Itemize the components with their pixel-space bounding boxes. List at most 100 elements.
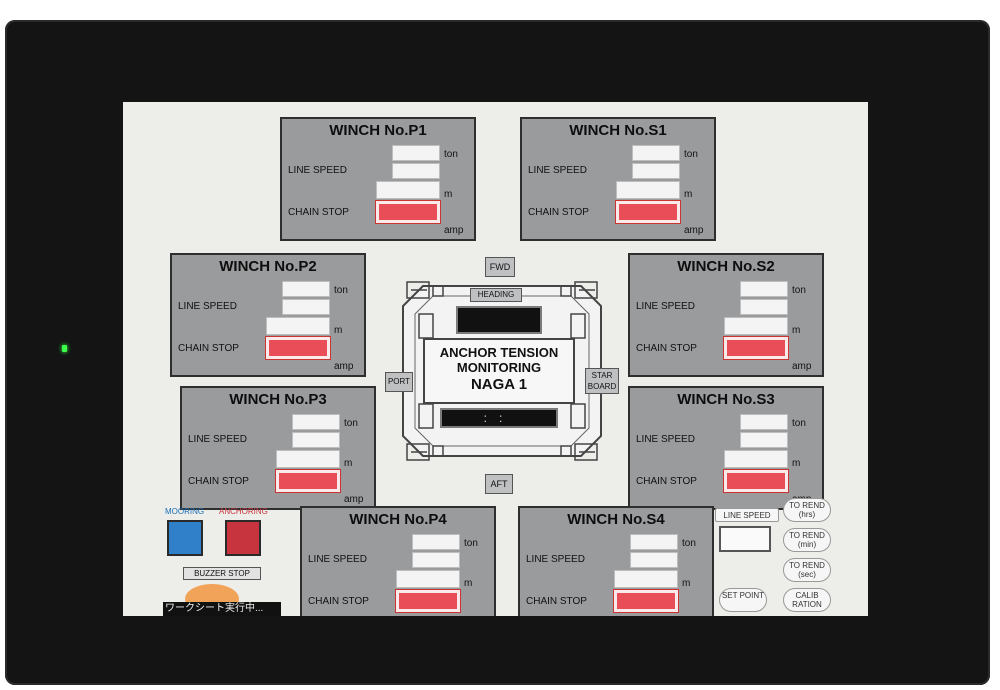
chain-stop-label: CHAIN STOP [288,207,349,218]
line-speed-display [719,526,771,552]
to-rend-hrs-button[interactable]: TO REND (hrs) [783,498,831,522]
aft-button[interactable]: AFT [485,474,513,494]
line-speed-label: LINE SPEED [636,434,695,445]
to-rend-min-button[interactable]: TO REND (min) [783,528,831,552]
winch-title: WINCH No.S4 [567,511,665,528]
status-text: ワークシート実行中... [165,603,264,614]
time-display: :: [440,408,558,428]
title-line-1: ANCHOR TENSION [439,345,559,360]
buzzer-stop-label: BUZZER STOP [194,569,250,578]
line-speed-display [740,432,788,448]
calibration-button[interactable]: CALIB RATION [783,588,831,612]
status-bar: ワークシート実行中... [163,602,281,616]
unit-amp: amp [344,494,364,505]
chain-stop-indicator[interactable] [724,337,788,359]
chain-stop-label: CHAIN STOP [636,476,697,487]
buzzer-stop-label-box: BUZZER STOP [183,567,261,580]
heading-display [456,306,542,334]
tension-display [632,145,680,161]
winch-title: WINCH No.S2 [677,258,775,275]
tension-display [412,534,460,550]
chain-stop-indicator[interactable] [724,470,788,492]
line-speed-label: LINE SPEED [636,301,695,312]
to-rend-sec-button[interactable]: TO REND (sec) [783,558,831,582]
set-point-button[interactable]: SET POINT [719,588,767,612]
line-speed-display [740,299,788,315]
unit-m: m [344,458,353,469]
chain-stop-label: CHAIN STOP [188,476,249,487]
unit-amp: amp [682,614,701,616]
line-speed-display [392,163,440,179]
chain-stop-indicator[interactable] [276,470,340,492]
line-speed-display [282,299,330,315]
winch-title: WINCH No.S3 [677,391,775,408]
unit-ton: ton [792,285,806,296]
heading-label-box: HEADING [470,288,522,302]
unit-m: m [334,325,343,336]
tension-display [392,145,440,161]
set-point-label: SET POINT [721,591,765,600]
time-separator-1: : [483,411,499,425]
aft-label: AFT [490,479,508,489]
winch-title: WINCH No.P3 [229,391,327,408]
line-speed-label: LINE SPEED [308,554,367,565]
chain-stop-label: CHAIN STOP [178,343,239,354]
length-display [276,450,340,468]
unit-amp: amp [334,361,354,372]
to-rend-hrs-label: TO REND (hrs) [789,501,825,519]
line-speed-display [630,552,678,568]
line-speed-label: LINE SPEED [178,301,237,312]
line-speed-label: LINE SPEED [526,554,585,565]
port-button[interactable]: PORT [385,372,413,392]
unit-amp: amp [684,225,704,236]
winch-title: WINCH No.P2 [219,258,317,275]
chain-stop-label: CHAIN STOP [636,343,697,354]
anchoring-button[interactable] [225,520,261,556]
mooring-button[interactable] [167,520,203,556]
unit-m: m [464,578,473,589]
tension-display [630,534,678,550]
unit-ton: ton [792,418,806,429]
chain-stop-indicator[interactable] [616,201,680,223]
unit-m: m [682,578,691,589]
chain-stop-label: CHAIN STOP [528,207,589,218]
unit-ton: ton [334,285,348,296]
power-led [62,345,67,352]
length-display [616,181,680,199]
to-rend-sec-label: TO REND (sec) [789,561,825,579]
chain-stop-indicator[interactable] [266,337,330,359]
line-speed-display [632,163,680,179]
unit-amp: amp [792,361,812,372]
line-speed-label: LINE SPEED [288,165,347,176]
line-speed-label-box: LINE SPEED [715,508,779,522]
fwd-button[interactable]: FWD [485,257,515,277]
starboard-label: STAR BOARD [587,371,617,391]
chain-stop-indicator[interactable] [376,201,440,223]
starboard-button[interactable]: STAR BOARD [585,368,619,394]
anchoring-label: ANCHORING [219,507,268,516]
length-display [266,317,330,335]
chain-stop-indicator[interactable] [614,590,678,612]
line-speed-label: LINE SPEED [528,165,587,176]
unit-amp: amp [444,225,464,236]
time-separator-2: : [499,411,515,425]
chain-stop-indicator[interactable] [396,590,460,612]
heading-label: HEADING [477,290,515,299]
title-line-3: NAGA 1 [470,376,528,393]
length-display [724,317,788,335]
unit-m: m [444,189,453,200]
unit-m: m [792,325,801,336]
port-label: PORT [387,377,411,386]
line-speed-label: LINE SPEED [723,511,771,520]
winch-title: WINCH No.S1 [569,122,667,139]
unit-ton: ton [444,149,458,160]
unit-m: m [684,189,693,200]
